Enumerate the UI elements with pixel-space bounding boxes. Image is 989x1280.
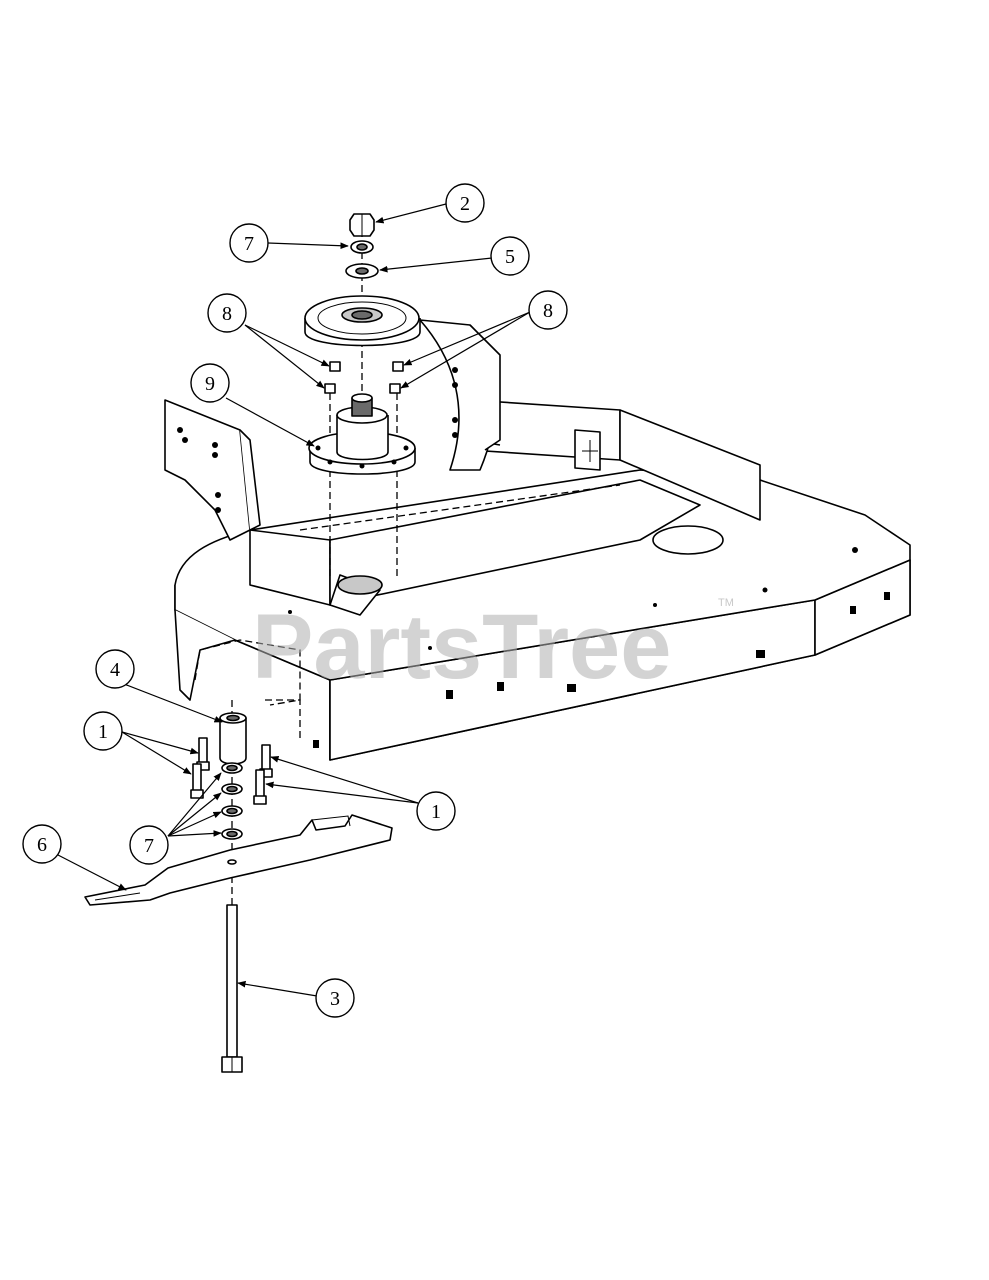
housing-bolt-right-b (253, 769, 267, 805)
callout-8-right: 8 (528, 290, 568, 330)
svg-text:3: 3 (330, 988, 340, 1010)
spindle-housing (308, 393, 416, 475)
mower-deck (164, 319, 911, 761)
callout-4: 4 (95, 649, 135, 689)
callout-5: 5 (490, 236, 530, 276)
svg-text:7: 7 (244, 233, 254, 255)
blade-spacer (219, 712, 247, 765)
watermark-brand: PartsTree (252, 596, 671, 698)
watermark: PartsTree TM (252, 596, 734, 698)
svg-text:2: 2 (460, 193, 470, 215)
svg-text:8: 8 (222, 303, 232, 325)
svg-text:5: 5 (505, 246, 515, 268)
callout-9: 9 (190, 363, 230, 403)
svg-text:7: 7 (144, 835, 154, 857)
svg-text:1: 1 (431, 801, 441, 823)
spindle-nut (349, 213, 375, 237)
svg-text:4: 4 (110, 659, 120, 681)
mower-blade (84, 814, 393, 906)
pulley-bolt-left (324, 361, 341, 580)
callout-2: 2 (445, 183, 485, 223)
blade-bolt (221, 904, 243, 1073)
blade-washers (221, 762, 243, 840)
callout-7-bottom: 7 (129, 825, 169, 865)
spindle-assembly (304, 213, 421, 580)
callout-6: 6 (22, 824, 62, 864)
pulley (304, 295, 421, 347)
pulley-bolt-right (389, 361, 404, 578)
callout-3: 3 (315, 978, 355, 1018)
svg-text:9: 9 (205, 373, 215, 395)
leader-lines (57, 203, 531, 997)
svg-text:6: 6 (37, 834, 47, 856)
callout-1-right: 1 (416, 791, 456, 831)
watermark-trademark: TM (718, 597, 734, 609)
svg-text:1: 1 (98, 721, 108, 743)
callout-1-left: 1 (83, 711, 123, 751)
callout-8-left: 8 (207, 293, 247, 333)
pulley-spacer (345, 263, 379, 279)
svg-text:8: 8 (543, 300, 553, 322)
housing-bolt-left-b (190, 763, 204, 799)
callout-7-top: 7 (229, 223, 269, 263)
spindle-washer (350, 240, 374, 254)
